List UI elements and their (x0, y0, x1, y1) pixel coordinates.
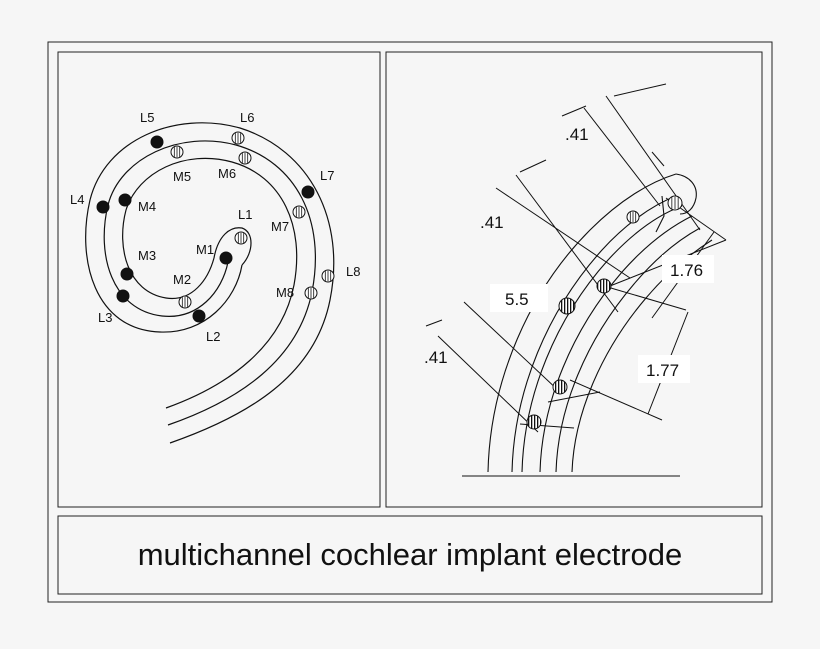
dim-label-176: 1.76 (670, 261, 703, 280)
dim-41-mid-a (519, 159, 547, 173)
contact-m4 (118, 193, 132, 207)
dim-label-177: 1.77 (646, 361, 679, 380)
spiral-middle-wall (103, 140, 316, 426)
contact-l7 (301, 185, 315, 199)
ext-line-1 (605, 95, 701, 231)
ext-line-5 (463, 301, 561, 393)
ext-line-2 (583, 107, 661, 207)
label-l6: L6 (240, 110, 254, 125)
contact-m1 (219, 251, 233, 265)
dim-label-55: 5.5 (505, 290, 529, 309)
contact-l5 (150, 135, 164, 149)
label-l8: L8 (346, 264, 360, 279)
dim-41-top-b (561, 105, 587, 117)
section-wall-5 (555, 227, 701, 473)
dim-label-41-low: .41 (424, 348, 448, 367)
contact-l3 (116, 289, 130, 303)
contact-l4 (96, 200, 110, 214)
ext-line-8 (603, 285, 687, 311)
spiral-labels: L1 L2 L3 L4 L5 L6 L7 L8 M1 M2 M4 M3 M5 M… (70, 110, 360, 344)
dim-41-top (613, 83, 667, 97)
label-m4: M4 (138, 199, 156, 214)
label-m6: M6 (218, 166, 236, 181)
section-contact-6 (526, 414, 542, 430)
outer-frame (47, 41, 773, 603)
section-outer-wall (487, 173, 677, 473)
section-contact-5 (552, 379, 568, 395)
section-wall-2 (511, 195, 677, 473)
ext-line-7 (569, 379, 663, 421)
right-panel-frame (385, 51, 763, 508)
label-l4: L4 (70, 192, 84, 207)
label-l3: L3 (98, 310, 112, 325)
spiral-inner-wall (122, 157, 298, 409)
label-m8: M8 (276, 285, 294, 300)
spiral-electrode (85, 122, 335, 444)
label-l5: L5 (140, 110, 154, 125)
label-m2: M2 (173, 272, 191, 287)
dimension-labels: .41 .41 .41 5.5 1.76 1.77 (424, 125, 714, 383)
dim-label-41-mid: .41 (480, 213, 504, 232)
label-m7: M7 (271, 219, 289, 234)
contact-m3 (120, 267, 134, 281)
dim-box-176 (662, 255, 714, 283)
figure-caption: multichannel cochlear implant electrode (137, 537, 683, 572)
caption-frame (57, 515, 763, 595)
section-contact-3 (596, 278, 612, 294)
ext-line-6 (437, 335, 539, 433)
section-contact-group (526, 195, 683, 430)
section-contact-4 (558, 297, 576, 315)
dim-box-55 (490, 284, 548, 312)
ext-line-3 (495, 187, 631, 279)
dim-box-177 (638, 355, 690, 383)
left-panel-frame (57, 51, 381, 508)
spiral-tip (213, 227, 252, 266)
label-m3: M3 (138, 248, 156, 263)
dim-41-low (425, 319, 443, 327)
spiral-outer-wall (85, 122, 335, 444)
tick-top (651, 151, 665, 167)
contact-group (96, 131, 335, 323)
dim-label-41-top: .41 (565, 125, 589, 144)
label-m1: M1 (196, 242, 214, 257)
label-l7: L7 (320, 168, 334, 183)
label-m5: M5 (173, 169, 191, 184)
section-wall-4 (539, 215, 693, 473)
label-l1: L1 (238, 207, 252, 222)
ext-line-12 (547, 391, 601, 403)
tip-fold (655, 195, 665, 233)
section-wall-3 (521, 205, 683, 473)
contact-l2 (192, 309, 206, 323)
label-l2: L2 (206, 329, 220, 344)
